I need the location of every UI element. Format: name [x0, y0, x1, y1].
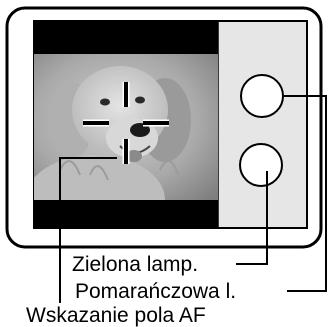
dog-photo — [34, 54, 218, 200]
green-lamp-leader — [236, 171, 268, 265]
bottom-black-band — [34, 200, 218, 228]
af-indicator-label: Wskazanie pola AF — [26, 304, 206, 327]
orange-lamp-label: Pomarańczowa l. — [75, 280, 237, 303]
green-lamp-label: Zielona lamp. — [72, 253, 199, 276]
af-indicator-leader — [59, 157, 117, 303]
top-black-band — [34, 21, 218, 54]
orange-lamp-circle — [240, 74, 284, 118]
orange-lamp-leader — [283, 95, 327, 292]
green-lamp-circle — [239, 143, 283, 187]
af-crosshair — [83, 82, 169, 164]
